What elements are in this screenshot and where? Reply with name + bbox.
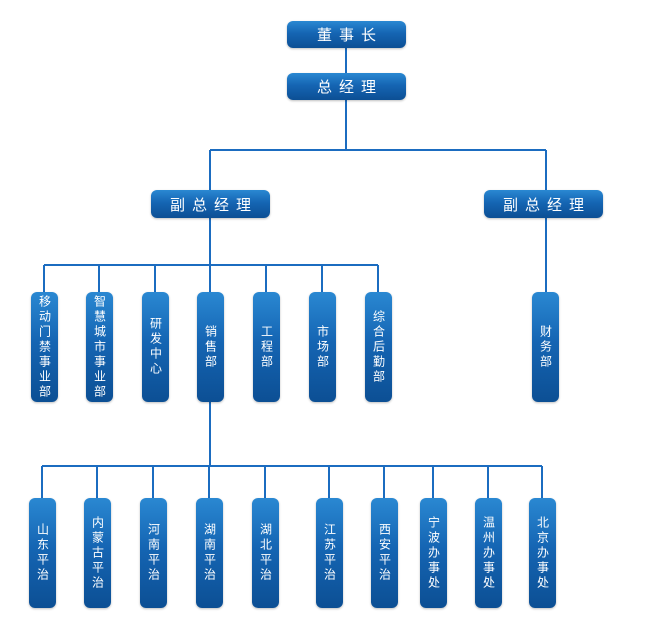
node-office-hubei: 湖北平治: [252, 498, 279, 608]
node-dept-finance: 财务部: [532, 292, 559, 402]
dept-label: 销售部: [203, 324, 218, 370]
office-label: 北京办事处: [535, 515, 550, 591]
office-label: 内蒙古平治: [90, 515, 105, 591]
office-label: 江苏平治: [322, 523, 337, 583]
node-general-manager: 总经理: [287, 73, 406, 100]
dept-label: 市场部: [315, 324, 330, 370]
node-office-ningbo: 宁波办事处: [420, 498, 447, 608]
node-office-xian: 西安平治: [371, 498, 398, 608]
node-chairman-label: 董事长: [316, 26, 383, 44]
node-office-henan: 河南平治: [140, 498, 167, 608]
node-office-beijing: 北京办事处: [529, 498, 556, 608]
dept-label: 工程部: [259, 324, 274, 370]
dept-label: 智慧城市事业部: [92, 294, 107, 400]
dept-label: 移动门禁事业部: [37, 294, 52, 400]
node-office-jiangsu: 江苏平治: [316, 498, 343, 608]
node-vp-left-label: 副总经理: [169, 195, 258, 214]
office-label: 宁波办事处: [426, 515, 441, 591]
node-dept-rnd: 研发中心: [142, 292, 169, 402]
node-dept-mobile-access: 移动门禁事业部: [31, 292, 58, 402]
node-dept-engineering: 工程部: [253, 292, 280, 402]
dept-label: 财务部: [538, 324, 553, 370]
node-dept-logistics: 综合后勤部: [365, 292, 392, 402]
office-label: 湖南平治: [202, 523, 217, 583]
node-dept-marketing: 市场部: [309, 292, 336, 402]
node-chairman: 董事长: [287, 21, 406, 48]
node-office-inner-mongolia: 内蒙古平治: [84, 498, 111, 608]
dept-label: 综合后勤部: [371, 309, 386, 385]
node-dept-sales: 销售部: [197, 292, 224, 402]
office-label: 河南平治: [146, 523, 161, 583]
node-office-wenzhou: 温州办事处: [475, 498, 502, 608]
node-vp-right: 副总经理: [484, 190, 603, 218]
dept-label: 研发中心: [148, 317, 163, 377]
office-label: 温州办事处: [481, 515, 496, 591]
node-vp-right-label: 副总经理: [502, 195, 591, 214]
node-office-shandong: 山东平治: [29, 498, 56, 608]
node-vp-left: 副总经理: [151, 190, 270, 218]
office-label: 湖北平治: [258, 523, 273, 583]
office-label: 西安平治: [377, 523, 392, 583]
office-label: 山东平治: [35, 523, 50, 583]
node-dept-smart-city: 智慧城市事业部: [86, 292, 113, 402]
node-general-manager-label: 总经理: [316, 78, 383, 96]
node-office-hunan: 湖南平治: [196, 498, 223, 608]
